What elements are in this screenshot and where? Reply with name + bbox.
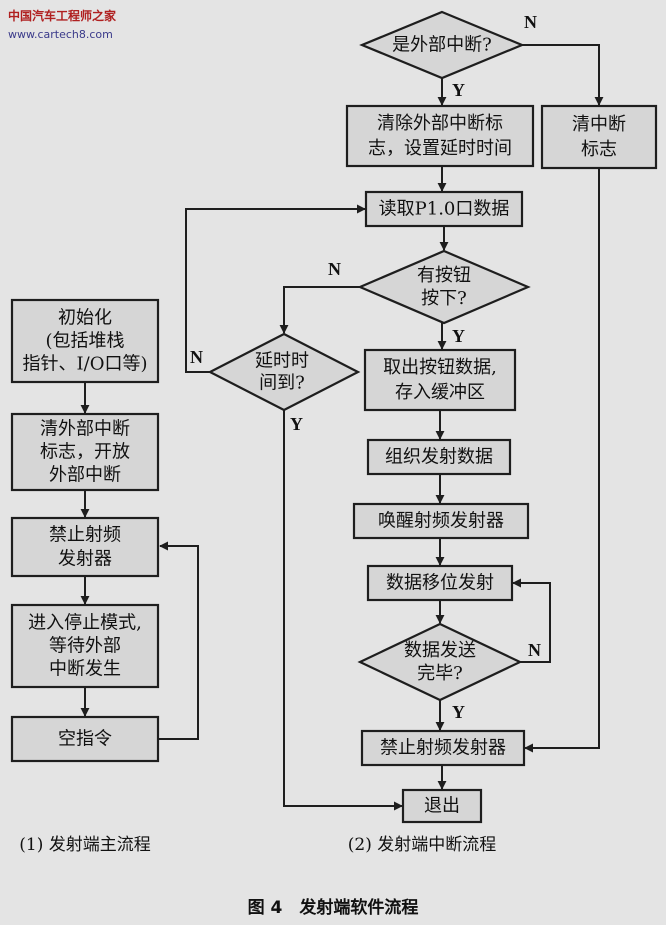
watermark-url: www.cartech8.com — [8, 28, 113, 41]
label-delay-yes: Y — [290, 414, 303, 434]
clear-flag-delay-box — [345, 104, 535, 168]
disable-rf-end-text: 禁止射频发射器 — [380, 738, 506, 759]
figure-caption: 图 4 发射端软件流程 — [248, 897, 419, 918]
stop-mode-box — [10, 603, 160, 689]
wake-rf-text: 唤醒射频发射器 — [378, 511, 504, 532]
arrow-clearint-to-disable — [524, 168, 600, 753]
arrow-delay-no-loop — [185, 204, 366, 373]
arrow-delay-yes-exit — [283, 410, 403, 811]
watermark-name: 中国汽车工程师之家 — [8, 8, 117, 23]
init-box — [10, 298, 160, 384]
fetch-key-text: 取出按钮数据,存入缓冲区 — [383, 357, 497, 403]
shift-send-text: 数据移位发射 — [386, 573, 494, 594]
clear-int-flag-text: 清中断标志 — [572, 114, 626, 160]
nop-text: 空指令 — [58, 729, 112, 750]
stop-mode-text: 进入停止模式,等待外部中断发生 — [28, 613, 142, 680]
key-pressed-decision — [357, 249, 531, 325]
send-done-decision — [357, 622, 523, 702]
label-delay-no: N — [190, 347, 203, 367]
arrow-key-no — [279, 286, 360, 334]
is-ext-int-text: 是外部中断? — [392, 35, 492, 56]
shift-send-box — [366, 564, 514, 602]
label-key-yes: Y — [452, 326, 465, 346]
clear-ext-int-text: 清外部中断标志，开放外部中断 — [40, 419, 130, 486]
nop-box — [10, 715, 160, 763]
send-done-text: 数据发送完毕? — [404, 640, 476, 684]
label-done-no: N — [528, 640, 541, 660]
fetch-key-box — [363, 348, 517, 412]
organize-data-text: 组织发射数据 — [385, 447, 493, 468]
arrow-ext-no — [522, 44, 604, 106]
key-pressed-text: 有按钮按下? — [417, 265, 471, 309]
clear-flag-delay-text: 清除外部中断标志，设置延时时间 — [368, 113, 512, 159]
label-done-yes: Y — [452, 702, 465, 722]
label-ext-yes: Y — [452, 80, 465, 100]
loop-nop-to-disable — [158, 541, 199, 740]
exit-text: 退出 — [424, 796, 460, 817]
arrow-done-no-loop — [512, 578, 551, 663]
left-caption: (1) 发射端主流程 — [19, 835, 150, 855]
delay-up-text: 延时时间到? — [255, 351, 309, 394]
read-p10-text: 读取P1.0口数据 — [379, 199, 510, 220]
label-key-no: N — [328, 259, 341, 279]
exit-box — [401, 788, 483, 824]
disable-rf-box — [10, 516, 160, 578]
init-text: 初始化(包括堆栈指针、I/O口等) — [23, 308, 148, 375]
label-ext-no: N — [524, 12, 537, 32]
disable-rf-text: 禁止射频发射器 — [49, 525, 121, 570]
right-caption: (2) 发射端中断流程 — [348, 835, 496, 855]
